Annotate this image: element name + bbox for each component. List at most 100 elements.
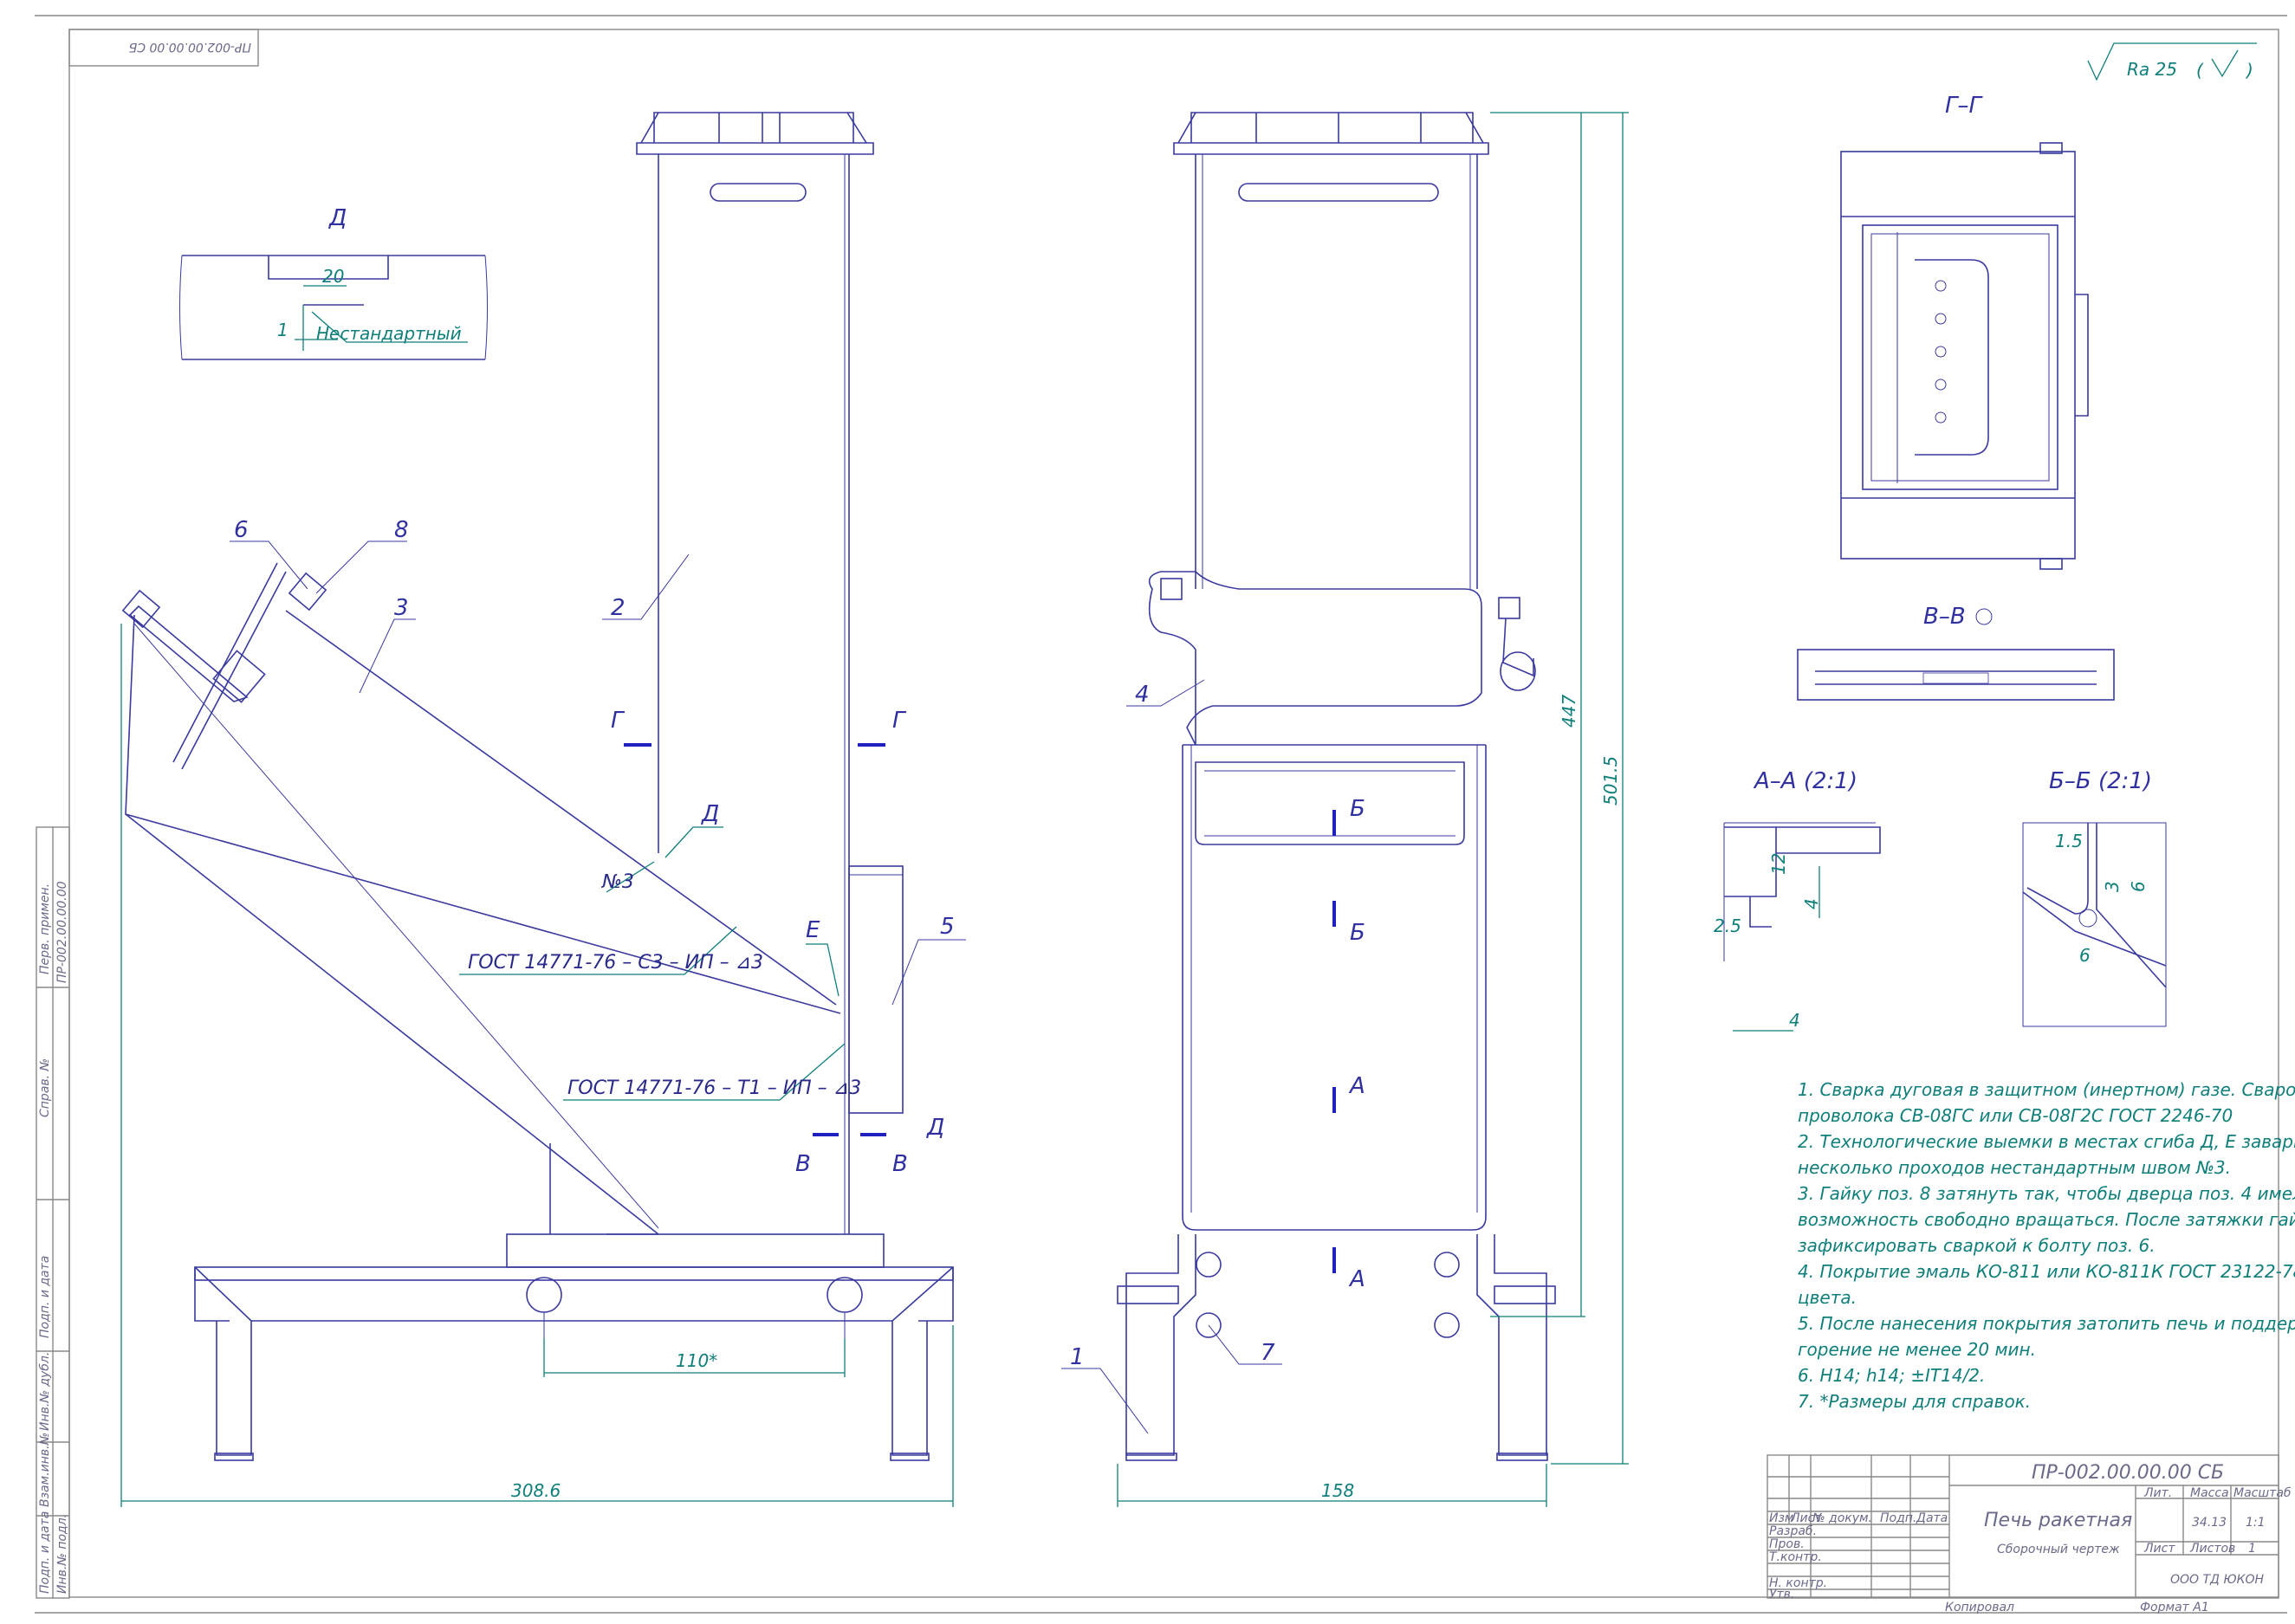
section-aa-title: А–А (2:1) bbox=[1753, 768, 1857, 794]
detail-nonstandard: Нестандартный bbox=[316, 323, 462, 344]
tb-h-doc: № докум. bbox=[1812, 1511, 1872, 1525]
note-line-8: 4. Покрытие эмаль КО-811 или КО-811К ГОС… bbox=[1798, 1261, 2295, 1282]
note-line-12: 6. H14; h14; ±IT14/2. bbox=[1798, 1365, 1985, 1386]
strip-perv-value: ПР-002.00.00.00 bbox=[55, 881, 69, 983]
tb-sheet-label: Лист bbox=[2143, 1542, 2175, 1556]
strip-inv-podl: Инв.№ подл. bbox=[55, 1514, 69, 1594]
detail-dim-1: 1 bbox=[277, 320, 288, 340]
callout-n3: №3 bbox=[601, 871, 634, 893]
title-block: ПР-002.00.00.00 СБ Печь ракетная Сборочн… bbox=[1767, 1454, 2292, 1614]
cut-g-left: Г bbox=[611, 708, 626, 734]
note-line-3: 2. Технологические выемки в местах сгиба… bbox=[1798, 1131, 2295, 1152]
tb-format: Формат А1 bbox=[2140, 1601, 2209, 1614]
tb-scale-label: Масштаб bbox=[2233, 1486, 2292, 1500]
note-line-1: 1. Сварка дуговая в защитном (инертном) … bbox=[1798, 1079, 2295, 1100]
aa-dim-4b: 4 bbox=[1789, 1010, 1800, 1031]
pos-5: 5 bbox=[940, 914, 955, 940]
roughness-paren-close: ) bbox=[2245, 60, 2253, 81]
note-line-2: проволока СВ-08ГС или СВ-08Г2С ГОСТ 2246… bbox=[1798, 1105, 2233, 1126]
bb-dim-6b: 6 bbox=[2079, 945, 2091, 966]
callout-e: Е bbox=[806, 917, 820, 943]
pos-1: 1 bbox=[1070, 1344, 1085, 1370]
tb-doc-type: Сборочный чертеж bbox=[1997, 1543, 2120, 1556]
tb-copied: Копировал bbox=[1945, 1601, 2014, 1614]
tb-mass-label: Масса bbox=[2190, 1486, 2229, 1500]
tb-h-date: Дата bbox=[1916, 1511, 1948, 1525]
strip-inv-dubl: Инв.№ дубл. bbox=[38, 1352, 52, 1431]
section-gg-title: Г–Г bbox=[1945, 93, 1983, 119]
aa-dim-25: 2.5 bbox=[1714, 916, 1741, 936]
section-gg: Г–Г bbox=[1840, 93, 2089, 570]
tb-role-utv: Утв. bbox=[1769, 1588, 1794, 1601]
note-line-11: горение не менее 20 мин. bbox=[1798, 1339, 2036, 1360]
cut-a-lower: А bbox=[1348, 1266, 1365, 1292]
pos-8: 8 bbox=[394, 517, 409, 543]
section-bb: Б–Б (2:1) 1.5 3 6 6 bbox=[2022, 768, 2167, 1027]
tb-h-izm: Изм bbox=[1769, 1511, 1794, 1525]
note-line-9: цвета. bbox=[1798, 1287, 1857, 1308]
bb-dim-15: 1.5 bbox=[2055, 831, 2083, 851]
strip-podp-data2: Подп. и дата bbox=[38, 1511, 52, 1594]
designation-rotated: ПР-002.00.00.00 СБ bbox=[129, 40, 251, 54]
callout-d-top: Д bbox=[701, 801, 719, 827]
tb-role-razrab: Разраб. bbox=[1769, 1524, 1817, 1538]
front-view: 110* 308.6 Г Г В В Д Д №3 ГОСТ 14771-76 … bbox=[120, 112, 966, 1507]
tb-h-podp: Подп. bbox=[1880, 1511, 1916, 1525]
technical-notes: 1. Сварка дуговая в защитном (инертном) … bbox=[1798, 1079, 2295, 1412]
tb-organization: ООО ТД ЮКОН bbox=[2170, 1573, 2265, 1587]
detail-d-view: Д 20 1 Нестандартный bbox=[179, 205, 488, 360]
strip-perv-primen: Перв. примен. bbox=[38, 883, 52, 974]
cut-a-upper: А bbox=[1348, 1073, 1365, 1099]
roughness-text: Ra 25 bbox=[2127, 59, 2177, 80]
tb-role-prov: Пров. bbox=[1769, 1537, 1805, 1551]
drawing-frame bbox=[35, 15, 2287, 1614]
note-line-13: 7. *Размеры для справок. bbox=[1798, 1391, 2031, 1412]
tb-lit-label: Лит. bbox=[2143, 1486, 2172, 1500]
pos-7: 7 bbox=[1261, 1340, 1275, 1366]
dim-side-width: 158 bbox=[1321, 1480, 1354, 1501]
cut-b-lower: Б bbox=[1350, 920, 1365, 946]
cut-d-label: Д bbox=[926, 1115, 944, 1141]
note-line-7: зафиксировать сваркой к болту поз. 6. bbox=[1798, 1235, 2156, 1256]
aa-dim-12: 12 bbox=[1768, 853, 1789, 875]
side-view: Б Б А А 158 447 501.5 4 7 1 bbox=[1061, 112, 1629, 1507]
dim-height-total: 501.5 bbox=[1600, 756, 1621, 806]
cut-v-right: В bbox=[892, 1151, 908, 1177]
tb-sheets: 1 bbox=[2248, 1542, 2256, 1556]
tb-designation: ПР-002.00.00.00 СБ bbox=[2032, 1462, 2224, 1484]
dim-bolt-spacing: 110* bbox=[676, 1350, 717, 1371]
pos-2: 2 bbox=[611, 595, 626, 621]
cut-v-left: В bbox=[795, 1151, 811, 1177]
pos-6: 6 bbox=[234, 517, 249, 543]
section-gg-holes bbox=[1935, 280, 1947, 424]
section-vv-title: В–В bbox=[1923, 604, 1966, 630]
tb-h-list: Лист bbox=[1790, 1511, 1822, 1525]
cut-g-right: Г bbox=[892, 708, 907, 734]
cut-b-upper: Б bbox=[1350, 796, 1365, 822]
tb-scale: 1:1 bbox=[2246, 1516, 2266, 1530]
side-strip: Перв. примен. ПР-002.00.00.00 Справ. № П… bbox=[36, 826, 70, 1599]
roughness-mark: Ra 25 ( ) bbox=[2087, 42, 2257, 81]
tb-title: Печь ракетная bbox=[1984, 1510, 2132, 1531]
section-bb-title: Б–Б (2:1) bbox=[2049, 768, 2152, 794]
note-line-6: возможность свободно вращаться. После за… bbox=[1798, 1209, 2295, 1230]
section-vv: В–В bbox=[1797, 604, 2115, 701]
pos-4: 4 bbox=[1135, 682, 1150, 708]
strip-vzam-inv: Взам.инв.№ bbox=[38, 1433, 52, 1507]
roughness-paren: ( bbox=[2196, 60, 2204, 81]
section-aa: А–А (2:1) 12 4 2.5 4 bbox=[1714, 768, 1881, 1032]
detail-d-title: Д bbox=[328, 205, 347, 231]
bb-dim-3: 3 bbox=[2102, 881, 2123, 892]
bb-dim-6: 6 bbox=[2128, 881, 2149, 892]
strip-sprav: Справ. № bbox=[38, 1058, 52, 1117]
aa-dim-4: 4 bbox=[1801, 898, 1822, 909]
pos-3: 3 bbox=[394, 595, 409, 621]
note-line-4: несколько проходов нестандартным швом №3… bbox=[1798, 1157, 2231, 1178]
detail-dim-20: 20 bbox=[322, 266, 344, 287]
tb-role-tkontr: Т.контр. bbox=[1769, 1550, 1822, 1564]
tb-sheets-label: Листов bbox=[2189, 1542, 2235, 1556]
dim-front-width: 308.6 bbox=[511, 1480, 561, 1501]
note-line-5: 3. Гайку поз. 8 затянуть так, чтобы двер… bbox=[1798, 1183, 2295, 1204]
dim-height-447: 447 bbox=[1559, 695, 1579, 728]
